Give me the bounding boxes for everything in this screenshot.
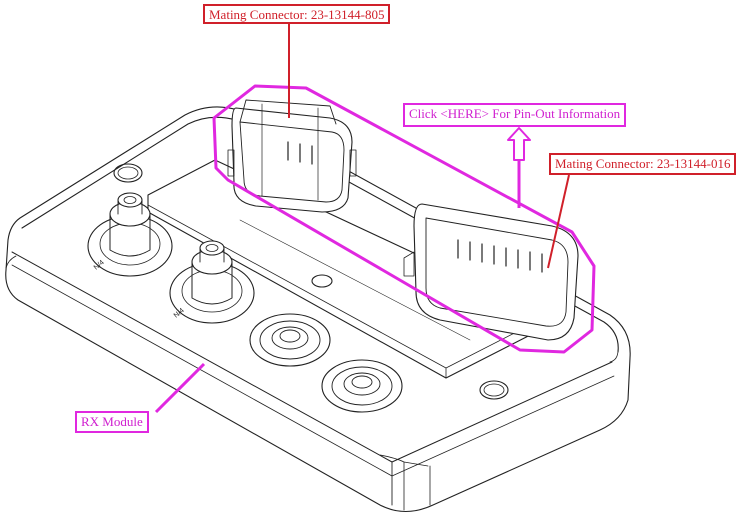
mounting-hole-front [479,380,509,400]
plugged-port-2 [321,359,403,413]
pinout-arrow [507,127,531,161]
mating-connector-016-label: Mating Connector: 23-13144-016 [549,153,737,175]
rx-module-label: RX Module [75,411,149,433]
round-port-upper [87,192,173,277]
mating-connector-805-label: Mating Connector: 23-13144-805 [203,4,391,24]
pinout-info-link[interactable]: Click <HERE> For Pin-Out Information [403,103,627,127]
leader-line-016 [547,174,570,269]
round-port-lower [169,240,255,324]
connector-805 [227,99,357,213]
connector-016 [403,203,579,341]
plugged-port-1 [249,313,331,367]
alignment-hole [311,274,333,288]
leader-line-rx [154,362,206,414]
connector-highlight-outline [212,84,596,354]
mounting-hole-back [113,163,143,183]
